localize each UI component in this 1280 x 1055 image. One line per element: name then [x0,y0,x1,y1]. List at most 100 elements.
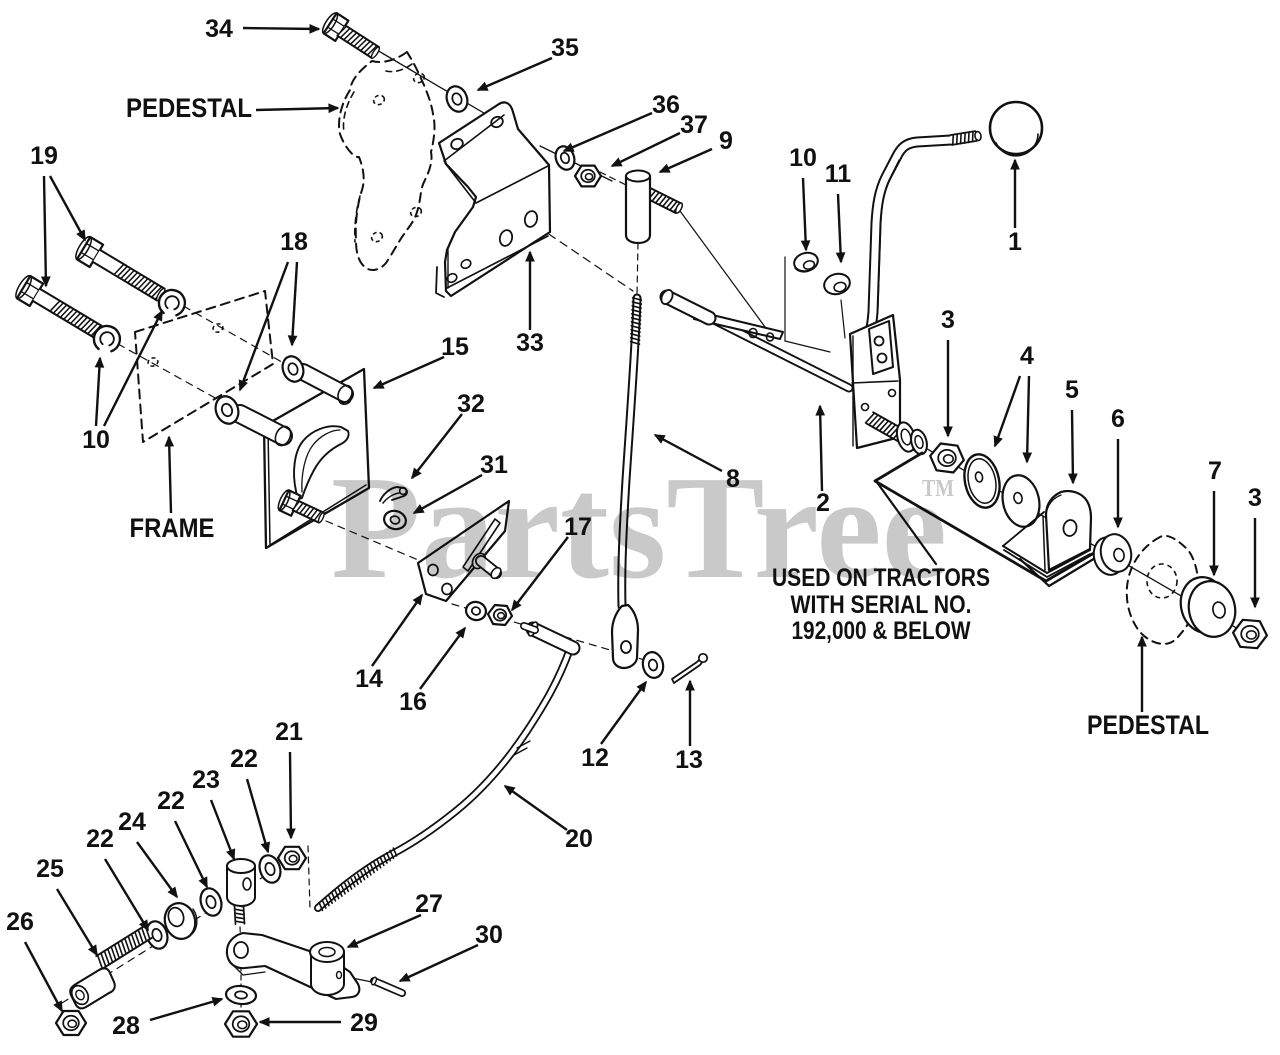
leader-arrow [600,680,647,745]
callout-number: 28 [112,1012,140,1040]
callout-14: 14 [355,593,423,693]
callout-number: 15 [441,333,469,361]
leader-arrow [55,888,99,957]
lockwasher-10b [92,324,122,353]
callout-number: 19 [30,142,58,170]
spacer-18a [214,395,293,447]
callout-35: 35 [476,34,579,92]
leader-arrow [103,858,150,932]
leader-arrow [610,131,681,168]
callout-26: 26 [6,908,64,1013]
callout-2: 2 [815,404,830,517]
nut-3-left [929,442,965,474]
callout-21: 21 [275,718,303,840]
callout-number: 24 [118,808,146,836]
note-line: USED ON TRACTORS [772,564,990,592]
pin-30 [370,976,406,997]
callout-32: 32 [411,390,485,480]
pin-13 [671,652,709,684]
callout-number: 12 [581,744,609,772]
stud-9 [624,169,684,245]
leader-arrow [815,404,826,492]
callout-24: 24 [118,808,178,899]
callout-4: 4 [993,342,1034,464]
leader-arrow [286,751,296,840]
leader-arrow [23,941,64,1013]
leader-arrow [658,147,713,174]
spacer-24 [163,902,198,940]
knob-1 [988,100,1044,157]
watermark-tm-mark: TM [922,476,954,502]
callout-37: 37 [610,111,708,168]
callout-12: 12 [581,680,647,772]
bracket-2 [848,313,902,450]
callout-number: 29 [350,1009,378,1037]
watermark-text: PartsTree [331,446,947,610]
washer-22b [199,887,223,917]
callout-number: 8 [726,465,740,493]
label-text: PEDESTAL [126,93,252,123]
rod-2 [659,289,854,393]
leader-arrow [255,103,340,114]
callout-34: 34 [205,15,321,43]
washer-35 [445,85,469,113]
callout-number: 20 [565,825,593,853]
callout-22: 22 [86,825,150,932]
leader-arrow [242,24,321,34]
nut-26 [54,1009,88,1037]
callout-number: 16 [399,688,427,716]
leader-arrow [800,177,811,252]
callout-5: 5 [1065,376,1079,485]
nut-29 [223,1010,259,1038]
rod-8 [610,293,643,670]
callout-number: 22 [230,745,258,773]
leader-arrow [102,309,164,427]
leader-arrow [40,175,51,288]
callout-9: 9 [658,127,733,174]
leader-arrow [136,841,178,899]
lever-27 [225,931,361,1001]
trunnion-23 [226,858,256,926]
callout-number: 33 [516,329,544,357]
leader-arrow [562,111,653,153]
callout-number: 18 [280,228,308,256]
washer-12 [641,651,665,679]
bracket-33 [435,101,552,298]
lever-14 [416,499,511,603]
washer-4a [963,453,1001,509]
callout-number: 25 [36,855,64,883]
washer-36 [554,145,576,171]
parts-layer [15,12,1268,1038]
callout-10: 10 [82,309,164,454]
leader-arrow [238,261,290,392]
callout-23: 23 [192,766,236,861]
callout-number: 13 [675,746,703,774]
bolt-25 [69,924,153,1010]
callout-7: 7 [1208,457,1222,577]
callout-22: 22 [157,787,209,889]
plate-15-bolt [277,489,326,524]
callout-number: 32 [457,390,485,418]
leader-arrow [511,536,569,612]
callout-number: 10 [789,144,817,172]
leader-arrow [287,261,299,347]
frame-ghost [134,290,274,443]
callout-3: 3 [1248,484,1262,609]
callout-number: 9 [719,127,733,155]
callout-8: 8 [653,433,740,493]
leader-arrow [398,943,479,983]
callout-number: 14 [355,665,383,693]
washer-28 [224,984,258,1006]
note-line: WITH SERIAL NO. [791,591,972,619]
leader-arrow [346,913,422,949]
leader-arrow [372,355,445,390]
callout-18: 18 [238,228,308,392]
callout-3: 3 [941,306,955,438]
callout-1: 1 [1008,158,1022,256]
bushing-11 [823,272,851,296]
leader-arrow [993,375,1022,448]
washer-22a [258,854,282,884]
callout-10: 10 [789,144,817,252]
callout-number: 22 [157,787,185,815]
